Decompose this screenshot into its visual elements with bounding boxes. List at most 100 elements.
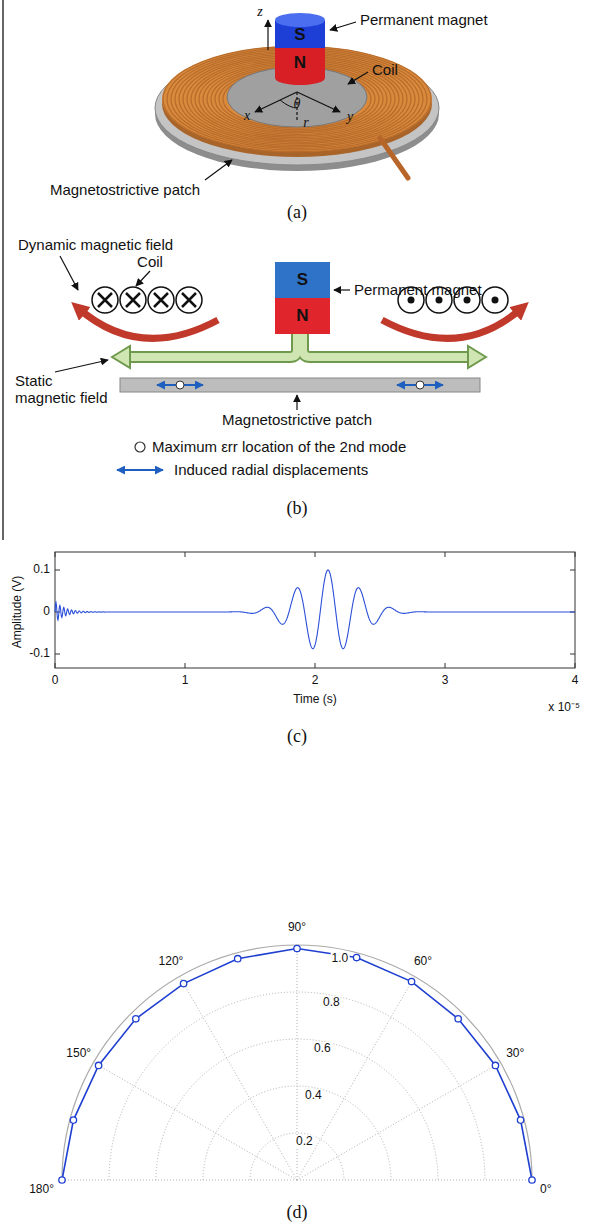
- drawing-stroke: [234, 955, 240, 961]
- axis-label: 0.6: [313, 1043, 332, 1057]
- drawing-stroke: [182, 293, 196, 307]
- drawing-stroke: [148, 287, 174, 313]
- axis-label: 3: [442, 674, 449, 688]
- transducer-section: [55, 256, 522, 470]
- part-label: y: [347, 109, 353, 125]
- part-label: r: [303, 115, 308, 131]
- part-label: Magnetostrictive patch: [50, 181, 200, 198]
- drawing-stroke: [55, 570, 60, 571]
- polar-plot: [59, 945, 535, 1183]
- drawing-stroke: [185, 552, 186, 557]
- drawing-stroke: [408, 978, 414, 984]
- drawing-stroke: [55, 360, 108, 372]
- drawing-stroke: [179, 53, 415, 146]
- legend-circle: [135, 442, 145, 452]
- axis-label: -0.1: [29, 647, 50, 661]
- axis-label: 30°: [506, 1047, 524, 1061]
- magnet-pole: S: [275, 22, 325, 48]
- drawing-stroke: [98, 293, 112, 307]
- drawing-stroke: [120, 378, 480, 392]
- drawing-stroke: [416, 381, 424, 389]
- part-label: Coil: [137, 253, 163, 270]
- axis-label: x 10⁻⁵: [548, 701, 580, 715]
- pole-letter: N: [294, 53, 306, 73]
- axis-label: 180°: [29, 1183, 54, 1197]
- drawing-stroke: [296, 395, 297, 410]
- part-label: z: [257, 4, 262, 20]
- drawing-stroke: [570, 654, 575, 655]
- legend-text: Induced radial displacements: [174, 461, 368, 478]
- pole-letter: N: [296, 306, 308, 326]
- drawing-stroke: [294, 945, 300, 951]
- part-label: Coil: [372, 61, 398, 78]
- axis-label: Amplitude (V): [11, 576, 25, 649]
- drawing-stroke: [529, 1177, 535, 1183]
- drawing-stroke: [250, 1133, 344, 1180]
- drawing-stroke: [55, 654, 60, 655]
- drawing-stroke: [55, 552, 575, 668]
- drawing-stroke: [575, 552, 576, 557]
- drawing-stroke: [55, 552, 56, 557]
- drawing-stroke: [163, 46, 431, 151]
- drawing-stroke: [60, 256, 78, 290]
- drawing-stroke: [330, 22, 356, 30]
- magnet-pole: N: [275, 298, 330, 334]
- drawing-stroke: [185, 663, 186, 668]
- drawing-stroke: [163, 46, 431, 151]
- pole-letter: S: [294, 25, 305, 45]
- axis-label: 60°: [414, 955, 432, 969]
- drawing-stroke: [334, 289, 350, 290]
- axis-label: 2: [312, 674, 319, 688]
- drawing-stroke: [382, 308, 522, 338]
- axis-label: 0.2: [295, 1135, 314, 1149]
- drawing-stroke: [167, 48, 427, 150]
- drawing-stroke: [136, 271, 150, 286]
- axis-label: 0: [52, 674, 59, 688]
- drawing-stroke: [482, 287, 508, 313]
- part-label: Permanent magnet: [354, 281, 482, 298]
- drawing-stroke: [205, 160, 232, 180]
- drawing-stroke: [517, 1117, 523, 1123]
- drawing-stroke: [380, 138, 408, 178]
- drawing-stroke: [348, 72, 368, 84]
- drawing-stroke: [95, 1062, 101, 1068]
- drawing-stroke: [180, 980, 186, 986]
- drawing-stroke: [445, 552, 446, 557]
- axis-label: 4: [572, 674, 579, 688]
- drawing-stroke: [133, 1016, 139, 1022]
- drawing-stroke: [353, 954, 359, 960]
- drawing-stroke: [445, 663, 446, 668]
- drawing-stroke: [62, 1180, 297, 1181]
- drawing-stroke: [315, 663, 316, 668]
- axis-label: 0.8: [322, 996, 341, 1010]
- drawing-stroke: [297, 1180, 532, 1181]
- drawing-stroke: [275, 13, 325, 27]
- pole-letter: S: [297, 270, 308, 290]
- drawing-stroke: [55, 552, 575, 668]
- drawing-stroke: [175, 51, 419, 147]
- part-label: x: [244, 108, 250, 124]
- axis-label: 150°: [66, 1047, 91, 1061]
- part-label: θ: [294, 96, 301, 112]
- axis-label: (d): [287, 1202, 308, 1223]
- part-label: Magnetostrictive patch: [222, 411, 372, 428]
- magnet-pole: N: [275, 48, 325, 78]
- drawing-stroke: [575, 663, 576, 668]
- drawing-stroke: [62, 949, 532, 1180]
- drawing-stroke: [180, 976, 298, 1180]
- frame-line: [2, 0, 4, 540]
- magnet-pole: S: [275, 262, 330, 298]
- legend-text: Maximum εrr location of the 2nd mode: [152, 438, 406, 455]
- axis-label: 0.1: [33, 563, 50, 577]
- part-label: Permanent magnet: [360, 11, 488, 28]
- drawing-stroke: [315, 552, 316, 557]
- drawing-stroke: [154, 293, 168, 307]
- drawing-stroke: [92, 287, 118, 313]
- drawing-stroke: [255, 92, 297, 112]
- drawing-stroke: [112, 346, 130, 368]
- drawing-stroke: [78, 308, 218, 338]
- axis-label: 90°: [288, 921, 306, 935]
- drawing-stroke: [297, 92, 340, 112]
- axis-label: 1.0: [331, 952, 350, 966]
